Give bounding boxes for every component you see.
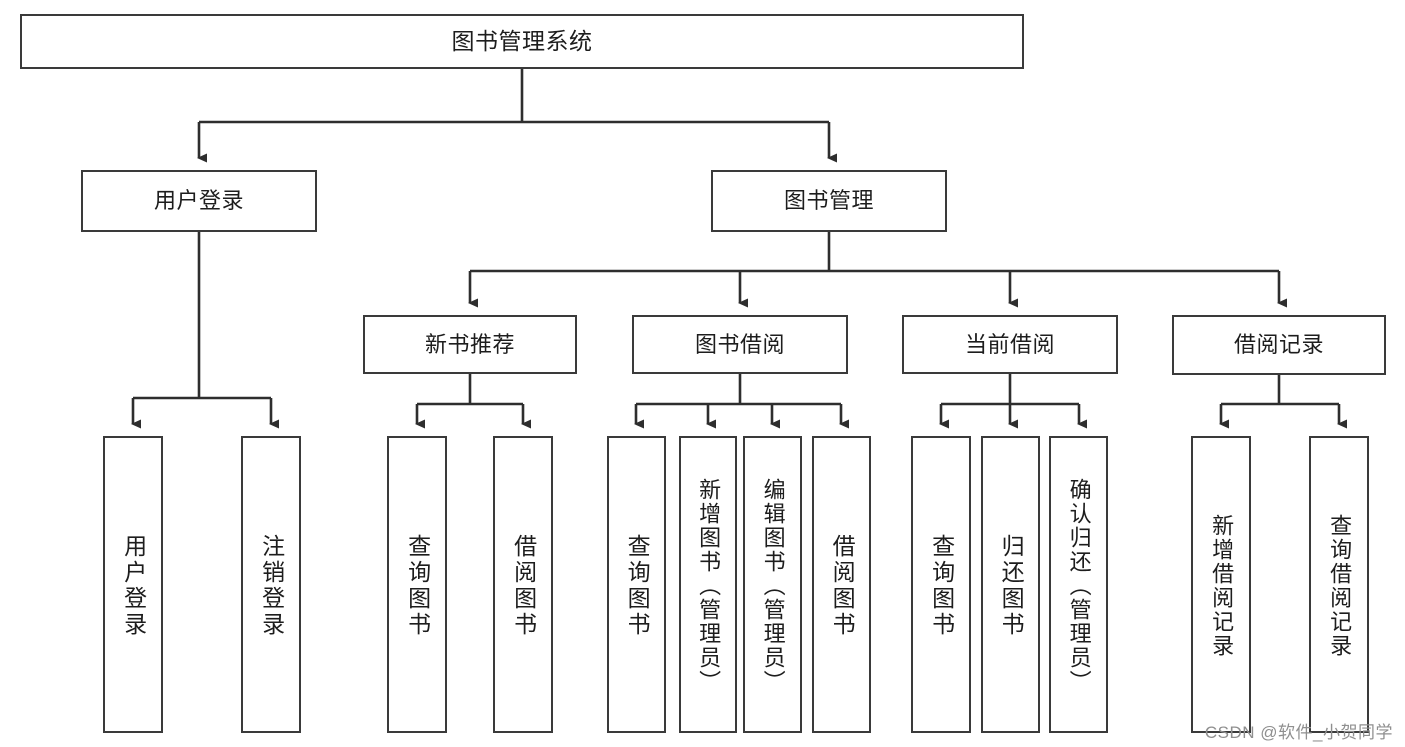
node-label: 当前借阅 <box>964 331 1055 357</box>
leaf-label: 确认归还（管理员） <box>1066 477 1092 694</box>
node-root-system[interactable]: 图书管理系统 <box>20 14 1024 69</box>
node-label: 借阅记录 <box>1233 332 1324 358</box>
leaf-borrow-borrow-book[interactable]: 借阅图书 <box>812 436 871 733</box>
leaf-record-query-record[interactable]: 查询借阅记录 <box>1309 436 1369 733</box>
leaf-user-login-logout[interactable]: 注销登录 <box>241 436 301 733</box>
leaf-label: 借阅图书 <box>510 533 537 638</box>
leaf-borrow-edit-book-admin[interactable]: 编辑图书（管理员） <box>743 436 802 733</box>
leaf-label: 注销登录 <box>258 533 285 638</box>
node-label: 用户登录 <box>153 188 244 214</box>
leaf-label: 查询图书 <box>928 533 955 638</box>
node-new-book-recommend[interactable]: 新书推荐 <box>363 315 577 374</box>
node-label: 图书管理系统 <box>451 27 593 54</box>
node-book-borrow[interactable]: 图书借阅 <box>632 315 848 374</box>
node-book-management[interactable]: 图书管理 <box>711 170 947 232</box>
leaf-label: 借阅图书 <box>829 533 856 638</box>
leaf-label: 查询图书 <box>624 533 651 638</box>
leaf-record-add-record[interactable]: 新增借阅记录 <box>1191 436 1251 733</box>
leaf-label: 新增借阅记录 <box>1209 513 1235 658</box>
leaf-recommend-query-book[interactable]: 查询图书 <box>387 436 447 733</box>
leaf-borrow-query-book[interactable]: 查询图书 <box>607 436 666 733</box>
node-user-login[interactable]: 用户登录 <box>81 170 317 232</box>
leaf-current-return-book[interactable]: 归还图书 <box>981 436 1040 733</box>
leaf-label: 用户登录 <box>120 533 147 638</box>
node-label: 图书借阅 <box>694 331 785 357</box>
leaf-label: 新增图书（管理员） <box>696 477 722 694</box>
leaf-label: 编辑图书（管理员） <box>760 477 786 694</box>
leaf-user-login-login[interactable]: 用户登录 <box>103 436 163 733</box>
leaf-label: 查询借阅记录 <box>1327 513 1353 658</box>
node-label: 新书推荐 <box>424 331 515 357</box>
leaf-borrow-add-book-admin[interactable]: 新增图书（管理员） <box>679 436 737 733</box>
node-current-borrow[interactable]: 当前借阅 <box>902 315 1118 374</box>
leaf-label: 查询图书 <box>404 533 431 638</box>
node-label: 图书管理 <box>783 188 874 214</box>
watermark-text: CSDN @软件_小贺同学 <box>1204 723 1393 742</box>
leaf-current-confirm-return-admin[interactable]: 确认归还（管理员） <box>1049 436 1108 733</box>
leaf-recommend-borrow-book[interactable]: 借阅图书 <box>493 436 553 733</box>
node-borrow-record[interactable]: 借阅记录 <box>1172 315 1386 375</box>
leaf-label: 归还图书 <box>998 533 1025 638</box>
leaf-current-query-book[interactable]: 查询图书 <box>911 436 971 733</box>
